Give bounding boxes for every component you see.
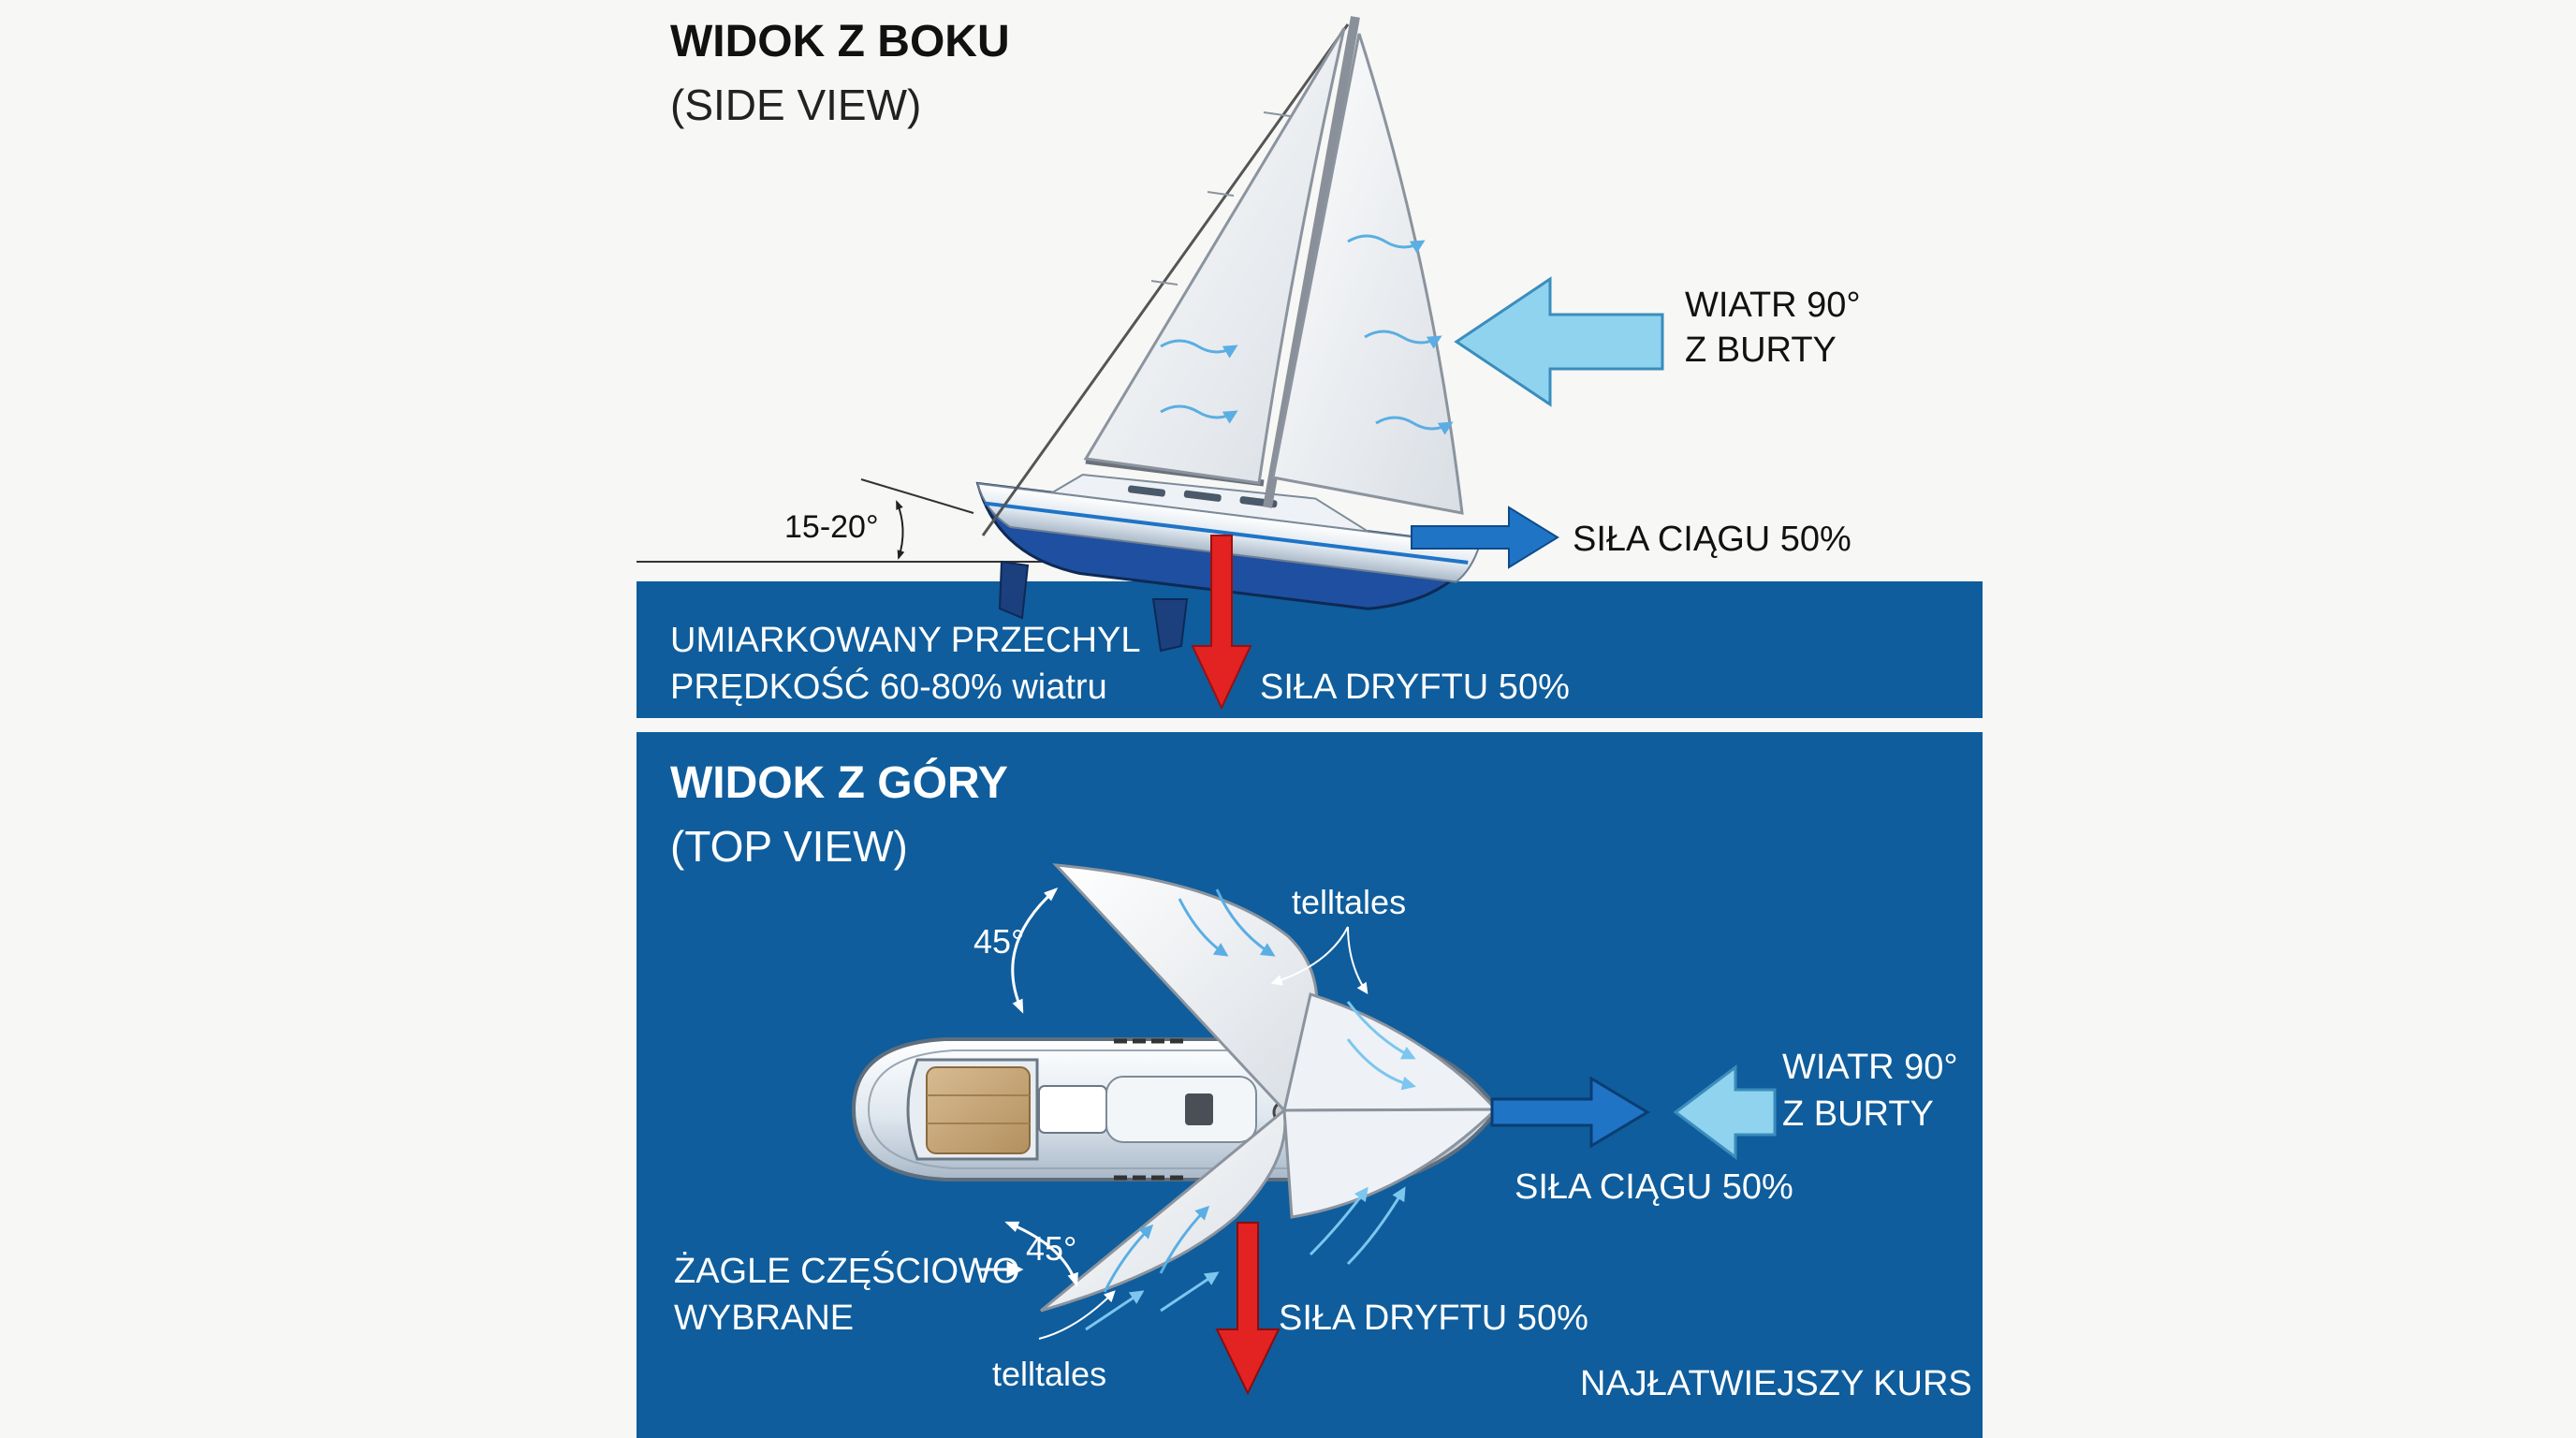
companionway <box>1038 1085 1107 1134</box>
top-flow-arrow <box>1346 1038 1416 1091</box>
cockpit-teak-deck <box>926 1066 1031 1154</box>
sail-flow-arrow <box>1375 416 1454 435</box>
main-sail <box>1271 33 1464 515</box>
top-wind-label-line2: Z BURTY <box>1782 1094 1934 1134</box>
heel-reference-line <box>860 478 974 514</box>
top-drift-label: SIŁA DRYFTU 50% <box>1279 1299 1588 1338</box>
sail-batten <box>1207 191 1235 197</box>
top-flow-arrow <box>1346 1001 1416 1060</box>
side-wind-label-line2: Z BURTY <box>1685 330 1837 370</box>
side-view-subtitle: (SIDE VIEW) <box>670 81 921 129</box>
jib-sail <box>1083 27 1346 485</box>
top-flow-arrow <box>1346 1186 1406 1266</box>
rudder <box>998 560 1030 620</box>
top-lower-jib <box>1282 1108 1500 1219</box>
side-view-panel: WIDOK Z BOKU (SIDE VIEW) <box>637 16 1983 718</box>
heel-angle-label: 15-20° <box>784 509 879 545</box>
forestay <box>981 23 1350 536</box>
top-thrust-arrow <box>1490 1076 1650 1149</box>
telltales-top-pointer <box>1347 926 1368 994</box>
side-wind-arrow <box>1454 276 1664 407</box>
top-flow-arrow <box>1309 1186 1368 1256</box>
heel-angle-arc <box>896 500 905 560</box>
top-flow-arrow <box>1160 1271 1220 1313</box>
sails-label-line1: ŻAGLE CZĘŚCIOWO <box>674 1249 1019 1291</box>
telltales-bottom-label: telltales <box>992 1355 1106 1393</box>
keel <box>1151 598 1189 653</box>
course-label: NAJŁATWIEJSZY KURS <box>1580 1364 1972 1403</box>
top-lower-sail <box>1040 1108 1287 1313</box>
main-angle-arc <box>1011 888 1059 1014</box>
sail-flow-arrow <box>1364 330 1442 349</box>
side-note-line2: PRĘDKOŚĆ 60-80% wiatru <box>670 665 1107 707</box>
top-flow-arrow <box>1178 898 1229 957</box>
hatch <box>1185 1093 1213 1125</box>
jib-angle-arc <box>1004 1221 1078 1287</box>
side-drift-label: SIŁA DRYFTU 50% <box>1260 668 1570 707</box>
side-thrust-label: SIŁA CIĄGU 50% <box>1573 520 1852 559</box>
side-view-water <box>637 581 1983 718</box>
telltales-bottom-pointer <box>1038 1290 1116 1340</box>
top-jib-sail <box>1282 992 1500 1112</box>
telltales-top-pointer <box>1270 926 1349 986</box>
side-drift-arrow <box>1191 535 1252 711</box>
side-thrust-arrow <box>1411 506 1559 569</box>
sail-batten <box>1150 280 1178 286</box>
cabin-roof <box>1105 1076 1257 1143</box>
side-note-line1: UMIARKOWANY PRZECHYL <box>670 621 1141 660</box>
sail-flow-arrow <box>1160 404 1238 424</box>
jib-angle-label: 45° <box>1026 1229 1076 1268</box>
sails-label-line2: WYBRANE <box>674 1299 854 1338</box>
sail-flow-arrow <box>1160 339 1238 359</box>
top-view-panel: WIDOK Z GÓRY (TOP VIEW) <box>637 732 1983 1438</box>
sail-batten <box>1263 111 1291 117</box>
top-flow-arrow <box>1159 1205 1210 1274</box>
top-wind-label-line1: WIATR 90° <box>1782 1048 1958 1087</box>
top-flow-arrow <box>1085 1290 1145 1331</box>
top-flow-arrow <box>1103 1224 1154 1293</box>
top-wind-arrow <box>1673 1064 1777 1160</box>
top-flow-arrow <box>1215 888 1276 957</box>
top-view-title: WIDOK Z GÓRY <box>670 756 1008 808</box>
telltales-top-label: telltales <box>1292 883 1406 921</box>
side-wind-label-line1: WIATR 90° <box>1685 286 1861 325</box>
top-thrust-label: SIŁA CIĄGU 50% <box>1515 1167 1793 1207</box>
top-view-subtitle: (TOP VIEW) <box>670 822 908 871</box>
sail-flow-arrow <box>1347 234 1426 254</box>
top-drift-arrow <box>1215 1222 1281 1396</box>
main-angle-label: 45° <box>973 922 1024 961</box>
side-view-title: WIDOK Z BOKU <box>670 17 1010 66</box>
